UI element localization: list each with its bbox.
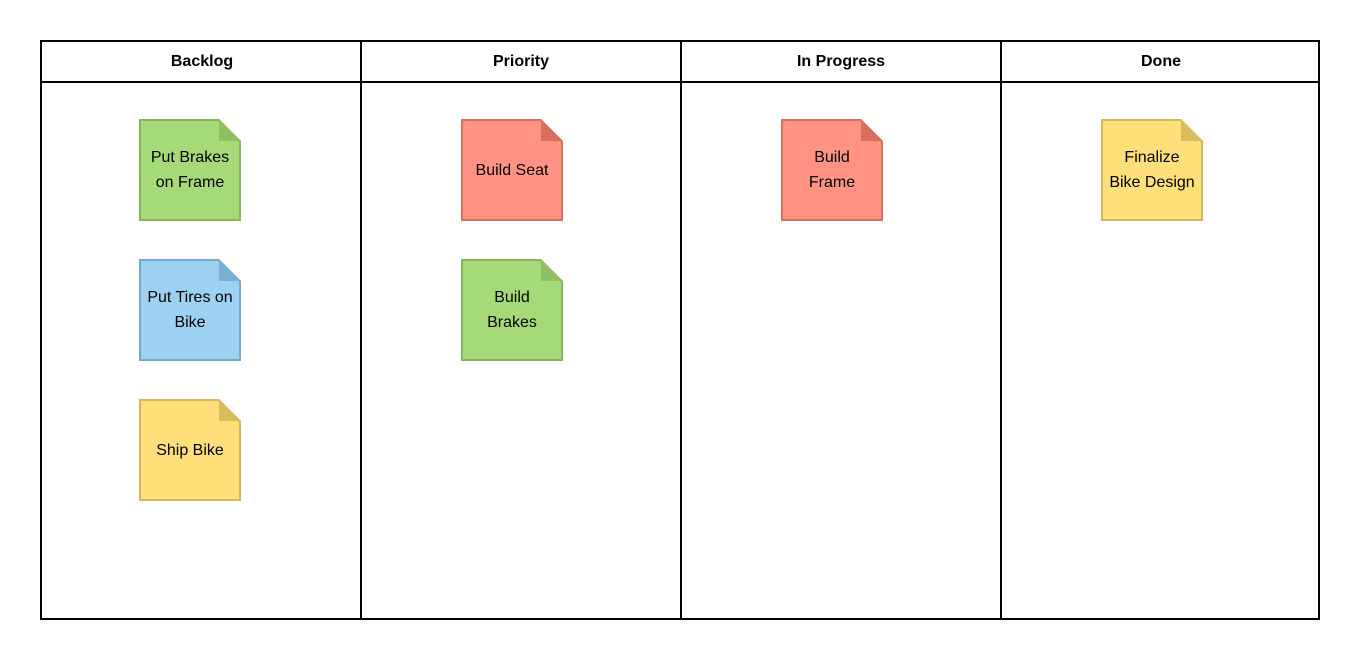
column-header: In Progress	[682, 42, 1000, 83]
sticky-note-card[interactable]: Build Frame	[781, 119, 883, 221]
folded-corner-icon	[861, 119, 883, 141]
card-text: Finalize Bike Design	[1103, 121, 1201, 219]
sticky-note-card[interactable]: Finalize Bike Design	[1101, 119, 1203, 221]
column-header: Priority	[362, 42, 680, 83]
folded-corner-icon	[219, 119, 241, 141]
folded-corner-icon	[541, 119, 563, 141]
folded-corner-icon	[541, 259, 563, 281]
sticky-note-card[interactable]: Put Tires on Bike	[139, 259, 241, 361]
sticky-note-card[interactable]: Build Brakes	[461, 259, 563, 361]
sticky-note-card[interactable]: Put Brakes on Frame	[139, 119, 241, 221]
column-header: Done	[1002, 42, 1320, 83]
folded-corner-icon	[219, 259, 241, 281]
folded-corner-icon	[1181, 119, 1203, 141]
column-header: Backlog	[42, 42, 362, 83]
sticky-note-card[interactable]: Build Seat	[461, 119, 563, 221]
sticky-note-card[interactable]: Ship Bike	[139, 399, 241, 501]
card-text: Build Frame	[783, 121, 881, 219]
folded-corner-icon	[219, 399, 241, 421]
